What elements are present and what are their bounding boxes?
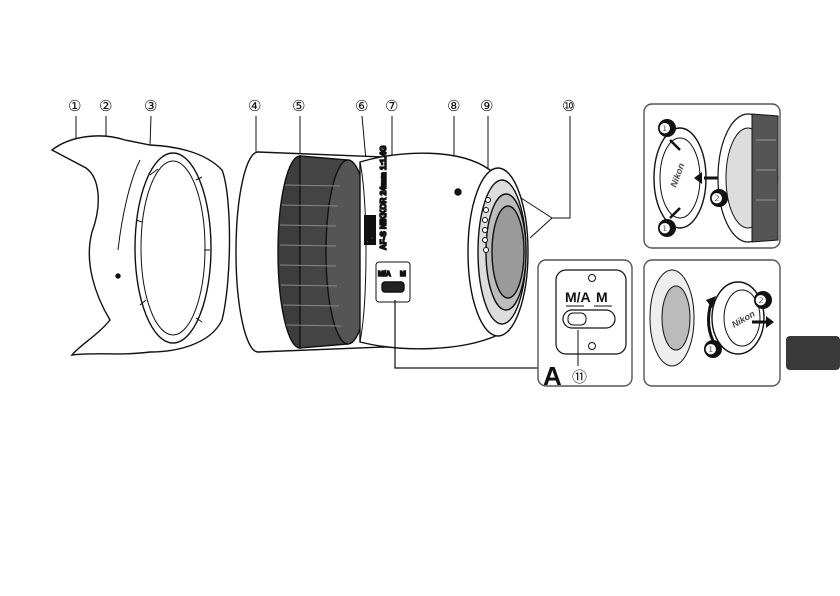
callout-10: ⑩ xyxy=(562,97,575,115)
callout-11: ⑪ xyxy=(572,368,587,386)
barrel-switch-m-label: M xyxy=(400,271,406,278)
front-cap-step-1a: ❶ xyxy=(659,121,671,136)
mounting-mark xyxy=(455,189,461,195)
callout-6: ⑥ xyxy=(355,97,368,115)
rear-cap-step-1: ❶ xyxy=(705,342,717,357)
lens-hood xyxy=(52,136,230,355)
switch-label-ma: M/A xyxy=(565,289,591,305)
callout-4: ④ xyxy=(248,97,261,115)
switch-label-m: M xyxy=(596,289,608,305)
callout-5: ⑤ xyxy=(292,97,305,115)
front-cap-step-1b: ❶ xyxy=(659,221,671,236)
inset-label-a: A xyxy=(543,361,562,391)
callout-numbers: ① ② ③ ④ ⑤ ⑥ ⑦ ⑧ ⑨ ⑩ xyxy=(68,97,575,115)
focus-ring xyxy=(278,156,370,348)
callout-7: ⑦ xyxy=(385,97,398,115)
front-cap-panel: Nikon ❶ ❷ ❶ xyxy=(644,104,780,248)
front-cap-step-2: ❷ xyxy=(711,191,723,206)
callout-1: ① xyxy=(68,97,81,115)
barrel-focus-mode-switch: M/A M xyxy=(376,262,410,302)
callout-2: ② xyxy=(99,97,112,115)
inset-a-panel: M/A M A ⑪ xyxy=(538,260,632,391)
callout-9: ⑨ xyxy=(480,97,493,115)
rear-cap-panel: Nikon ❶ ❷ xyxy=(644,260,780,386)
callout-3: ③ xyxy=(144,97,157,115)
side-tab xyxy=(786,336,840,370)
rear-cap-step-2: ❷ xyxy=(755,293,767,308)
callout-8: ⑧ xyxy=(447,97,460,115)
lens-model-text: AF-S NIKKOR 24mm 1:1.4G xyxy=(379,146,388,250)
lens-brand: Nikon xyxy=(365,218,375,243)
barrel-switch-ma-label: M/A xyxy=(378,271,391,278)
lens-body: Nikon AF-S NIKKOR 24mm 1:1.4G M/A M xyxy=(236,146,528,352)
